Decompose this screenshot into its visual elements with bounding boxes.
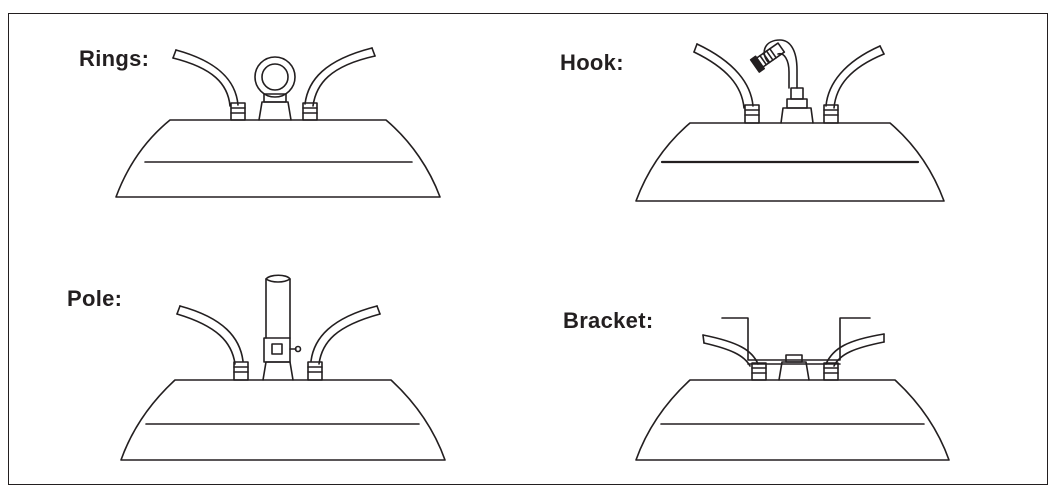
bracket-label: Bracket: <box>563 308 654 333</box>
bracket-icon <box>722 318 870 360</box>
right-cable-gland <box>303 103 317 120</box>
lamp-housing <box>636 380 949 460</box>
hook-base <box>781 108 813 123</box>
hook-label: Hook: <box>560 50 624 75</box>
right-cable-gland <box>308 362 322 380</box>
right-cable <box>305 48 375 106</box>
left-cable-gland <box>745 105 759 123</box>
lamp-housing <box>121 380 445 460</box>
left-cable-gland <box>231 103 245 120</box>
ring-base <box>259 102 291 120</box>
rings-figure <box>116 48 440 197</box>
right-cable-gland <box>824 363 838 380</box>
pole-figure <box>121 275 445 460</box>
pole-base <box>263 362 293 380</box>
left-cable-gland <box>234 362 248 380</box>
left-cable <box>173 50 238 106</box>
pole-icon <box>266 275 290 338</box>
right-cable-gland <box>824 105 838 123</box>
diagram-frame <box>8 13 1048 485</box>
ring-icon <box>255 57 295 97</box>
hook-figure <box>636 40 944 201</box>
lamp-housing <box>636 123 944 201</box>
left-cable-gland <box>752 363 766 380</box>
lamp-housing <box>116 120 440 197</box>
bracket-figure <box>636 318 949 460</box>
rings-label: Rings: <box>79 46 150 71</box>
pole-label: Pole: <box>67 286 123 311</box>
